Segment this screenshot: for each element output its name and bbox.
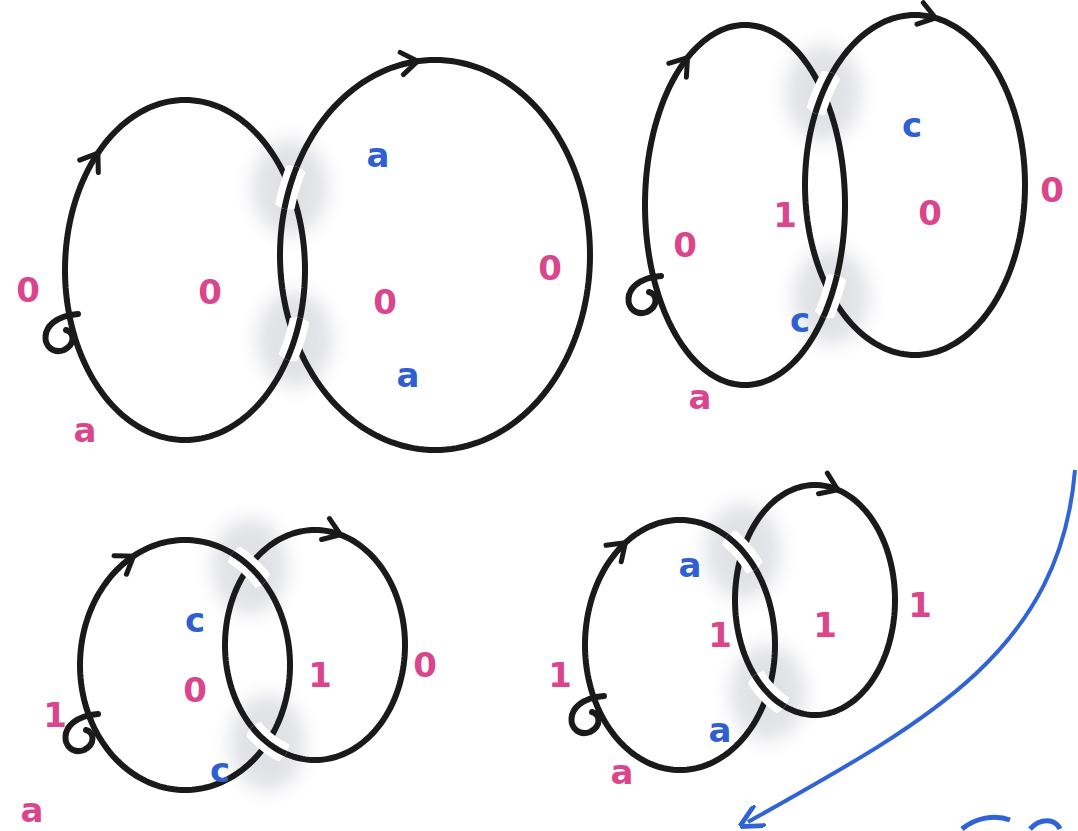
direction-arrow xyxy=(322,519,341,540)
direction-arrow xyxy=(114,556,134,575)
region-label: 0 xyxy=(916,196,944,230)
region-label: a xyxy=(677,548,704,582)
crossing-gap xyxy=(735,485,895,715)
knot-strand xyxy=(65,100,305,440)
knot-strand xyxy=(65,100,305,440)
knot-strand xyxy=(735,485,895,715)
knot-strand xyxy=(225,530,405,760)
kink-loop xyxy=(65,714,98,751)
region-label: a xyxy=(72,413,99,447)
over-crossing xyxy=(80,540,290,790)
knot-strand xyxy=(585,520,775,770)
region-label: a xyxy=(395,358,422,392)
direction-arrow xyxy=(917,3,936,24)
region-label: 0 xyxy=(536,251,564,285)
over-crossing xyxy=(735,485,895,715)
partial-mark xyxy=(962,817,1060,829)
over-crossing xyxy=(645,25,845,385)
region-label: 0 xyxy=(371,285,399,319)
kink-loop xyxy=(628,276,661,313)
crossing-gap xyxy=(280,60,590,450)
region-label: 1 xyxy=(706,618,734,652)
region-label: a xyxy=(609,755,636,789)
region-label: 1 xyxy=(41,698,69,732)
region-label: 1 xyxy=(771,198,799,232)
knot-strand xyxy=(585,520,775,770)
region-label: a xyxy=(19,793,46,827)
region-label: 1 xyxy=(906,588,934,622)
region-label: 1 xyxy=(546,658,574,692)
region-label: a xyxy=(707,713,734,747)
region-label: a xyxy=(687,380,714,414)
direction-arrow xyxy=(80,153,99,173)
crossing-gap xyxy=(225,530,405,760)
knot-strand xyxy=(645,25,845,385)
knot-strand xyxy=(280,60,590,450)
over-crossing xyxy=(585,520,775,770)
region-label: c xyxy=(183,603,207,637)
direction-arrow xyxy=(400,52,417,74)
region-label: 0 xyxy=(14,273,42,307)
crossing-gap xyxy=(65,100,305,440)
over-crossing xyxy=(65,100,305,440)
knot-strand xyxy=(645,25,845,385)
over-crossing xyxy=(225,530,405,760)
region-label: 0 xyxy=(411,648,439,682)
region-label: c xyxy=(788,303,812,337)
direction-arrow xyxy=(819,473,838,494)
region-label: 0 xyxy=(181,673,209,707)
crossing-gap xyxy=(80,540,290,790)
knot-strand xyxy=(80,540,290,790)
knot-strand xyxy=(280,60,590,450)
region-label: c xyxy=(900,108,924,142)
region-label: a xyxy=(365,138,392,172)
direction-arrow xyxy=(606,543,625,562)
over-crossing xyxy=(280,60,590,450)
pointer-arrow xyxy=(748,470,1075,822)
knot-strand xyxy=(80,540,290,790)
crossing-gap xyxy=(585,520,775,770)
region-label: c xyxy=(208,753,232,787)
crossing-gap xyxy=(645,25,845,385)
region-label: 0 xyxy=(196,275,224,309)
region-label: 1 xyxy=(811,608,839,642)
knot-strands xyxy=(45,3,1025,790)
knot-strand xyxy=(735,485,895,715)
region-label: 1 xyxy=(306,658,334,692)
kink-loop xyxy=(571,696,604,733)
crossing-shading xyxy=(212,45,870,791)
region-label: 0 xyxy=(1038,173,1066,207)
kink-loop xyxy=(45,314,78,351)
direction-arrow xyxy=(669,58,688,77)
region-label: 0 xyxy=(671,228,699,262)
